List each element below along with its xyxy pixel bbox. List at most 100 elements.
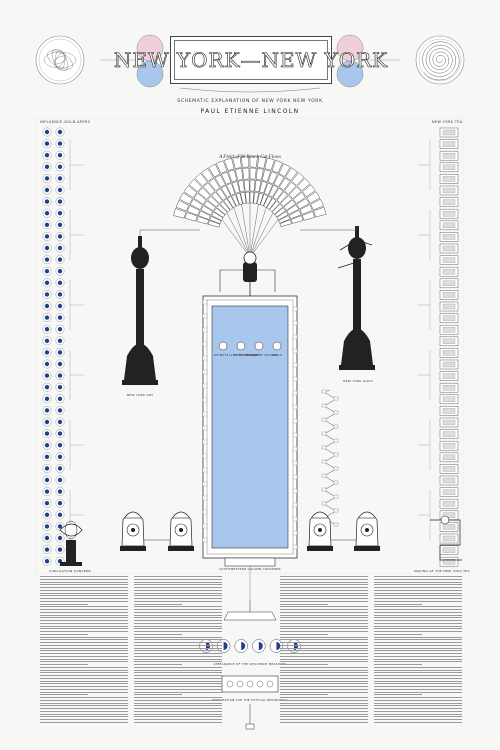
ledger-inner [442,129,456,136]
text-line [374,686,462,687]
text-line [40,669,128,671]
text-line [280,653,368,654]
text-line [280,710,368,712]
fan-cell [286,204,299,215]
fan-cell [260,194,268,207]
chain-link [333,424,339,429]
fan-cell [235,192,243,205]
fan-cell [231,181,240,194]
text-line [40,666,128,668]
text-line [134,639,222,641]
dot-center [44,477,50,483]
text-line [134,661,222,663]
text-line [280,600,368,602]
dot-center [44,176,50,181]
ledger-inner [442,559,456,565]
text-line [280,672,368,674]
fan-cell [226,183,236,196]
corner-circle [35,35,85,85]
author-name: PAUL ETIENNE LINCOLN [200,108,300,115]
frame-stud [202,425,208,431]
text-line [134,622,222,624]
dot-center [57,501,63,506]
dot-center [44,350,50,355]
fan-cell [184,212,198,222]
text-line [40,633,89,635]
frame-stud [202,439,208,445]
text-line [40,622,128,624]
dot-center [57,489,63,494]
right-column-head: NEW YORK TEA [432,120,463,124]
text-line [280,622,368,624]
text-line [40,705,128,707]
text-line [134,655,222,657]
fan-cell [271,160,283,174]
text-line [280,636,368,638]
fan-cell [249,191,255,204]
fan-cell [227,196,237,209]
text-line [134,606,222,608]
fan-cell [292,191,306,204]
ledger-inner [442,512,456,518]
text-line [280,677,368,679]
text-line [374,639,462,641]
text-line [280,691,368,693]
text-line [374,647,462,649]
fan-cell [237,180,245,193]
text-line [374,625,462,627]
fan-cell [278,177,291,191]
panel-dial [236,341,246,351]
fan-cell [187,205,201,216]
text-line [40,576,128,577]
fan-cell [272,187,284,201]
dot-center [44,292,50,297]
text-line [40,603,89,605]
fan-cell [196,216,209,225]
text-line [134,699,222,701]
right-tower [339,365,375,370]
dot-center [44,512,50,517]
text-line [280,581,368,583]
text-line [40,721,128,723]
fan-cell [221,171,232,185]
text-line [40,691,128,693]
text-line [40,620,128,621]
text-line [280,614,368,616]
machine-hub [365,528,369,532]
dot-center [57,466,63,471]
fan-cell [285,167,298,181]
frame-stud [202,397,208,403]
text-line [374,650,462,652]
fan-cell [278,215,291,224]
panel-label-2: TIME ANNUAL [234,353,258,357]
fan-cell [216,204,228,215]
text-line [374,683,462,685]
text-line [374,636,462,638]
fan-cell [240,192,247,205]
ledger-inner [442,419,456,426]
text-line [134,664,183,665]
text-line [134,708,222,709]
text-line [40,611,128,613]
fan-stem [249,204,259,258]
fan-cell [254,180,262,193]
text-column-2 [134,576,222,726]
fan-cell [278,163,291,177]
fan-cell [216,160,228,174]
right-tower [341,328,373,365]
dot-center [44,164,50,169]
spiral-shell [422,41,460,81]
fan-cell [284,181,297,195]
dot-center [57,373,63,378]
text-line [134,702,222,704]
fan-cell [242,167,250,180]
text-line [134,617,222,619]
left-figure-label: NEW YORK ART [126,393,154,397]
ledger-inner [442,269,456,275]
text-line [280,655,368,657]
dot-center [44,489,50,494]
machine-hub [179,528,183,532]
dial-fill [223,642,228,650]
fan-cell [273,174,285,188]
frame-stud [292,530,298,536]
